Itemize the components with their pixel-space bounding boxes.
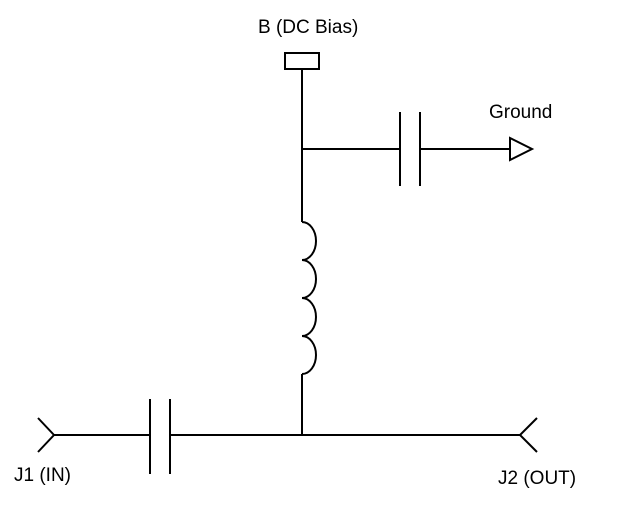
- bias-label: B (DC Bias): [258, 17, 359, 38]
- output-connector: [518, 417, 538, 453]
- ground-label: Ground: [489, 102, 553, 123]
- inductor: [301, 221, 317, 375]
- bias-terminal: [284, 52, 320, 70]
- ground-arrow: [509, 136, 535, 162]
- input-connector: [37, 417, 56, 453]
- output-label: J2 (OUT): [498, 468, 577, 489]
- input-label: J1 (IN): [14, 465, 71, 486]
